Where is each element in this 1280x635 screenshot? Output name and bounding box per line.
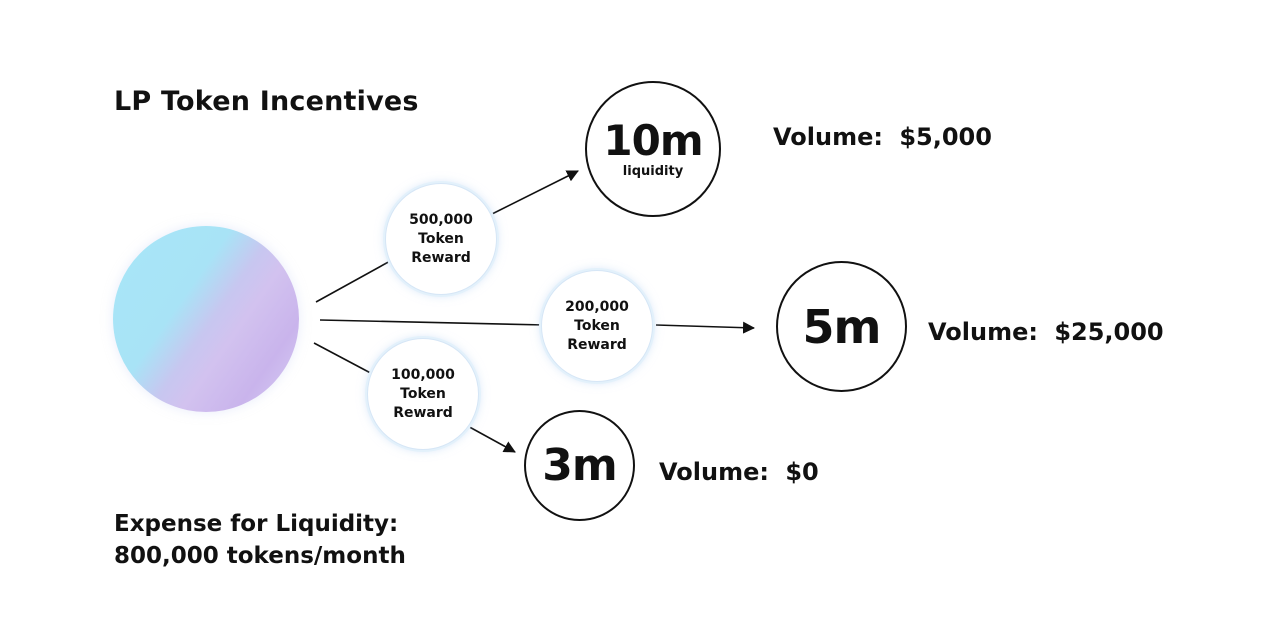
- volume-value: $5,000: [899, 123, 992, 151]
- diagram-title: LP Token Incentives: [114, 86, 419, 117]
- reward-node-200k: 200,000 Token Reward: [541, 270, 653, 382]
- reward-amount: 100,000: [391, 366, 455, 383]
- connector-source-to-reward-100k: [313, 342, 381, 379]
- pool-volume-5m: Volume: $25,000: [928, 318, 1164, 346]
- reward-amount: 500,000: [409, 211, 473, 228]
- pool-volume-10m: Volume: $5,000: [773, 123, 992, 151]
- volume-label: Volume:: [928, 318, 1038, 346]
- reward-word-reward: Reward: [393, 404, 453, 421]
- pool-amount: 3m: [542, 439, 617, 491]
- expense-summary: Expense for Liquidity: 800,000 tokens/mo…: [114, 508, 406, 572]
- reward-word-token: Token: [574, 317, 620, 334]
- reward-amount: 200,000: [565, 298, 629, 315]
- pool-node-3m: 3m: [524, 410, 635, 521]
- reward-node-100k: 100,000 Token Reward: [367, 338, 479, 450]
- pool-amount: 5m: [802, 299, 882, 354]
- volume-value: $25,000: [1054, 318, 1164, 346]
- volume-label: Volume:: [773, 123, 883, 151]
- arrow-reward-500k-to-pool-10m: [491, 170, 579, 215]
- reward-word-reward: Reward: [567, 336, 627, 353]
- pool-amount: 10m: [603, 115, 703, 165]
- pool-node-5m: 5m: [776, 261, 907, 392]
- pool-volume-3m: Volume: $0: [659, 458, 819, 486]
- volume-value: $0: [785, 458, 819, 486]
- reward-node-500k: 500,000 Token Reward: [385, 183, 497, 295]
- arrow-reward-100k-to-pool-3m: [463, 423, 516, 453]
- expense-line-1: Expense for Liquidity:: [114, 511, 399, 537]
- connector-source-to-reward-200k: [319, 319, 547, 326]
- volume-label: Volume:: [659, 458, 769, 486]
- expense-line-2: 800,000 tokens/month: [114, 543, 406, 569]
- pool-sub-label: liquidity: [622, 163, 684, 179]
- token-source-circle: [113, 226, 299, 412]
- reward-word-token: Token: [418, 230, 464, 247]
- arrow-reward-200k-to-pool-5m: [655, 321, 755, 334]
- reward-word-reward: Reward: [411, 249, 471, 266]
- reward-word-token: Token: [400, 385, 446, 402]
- pool-node-10m: 10m liquidity: [585, 81, 721, 217]
- connector-source-to-reward-500k: [315, 259, 393, 303]
